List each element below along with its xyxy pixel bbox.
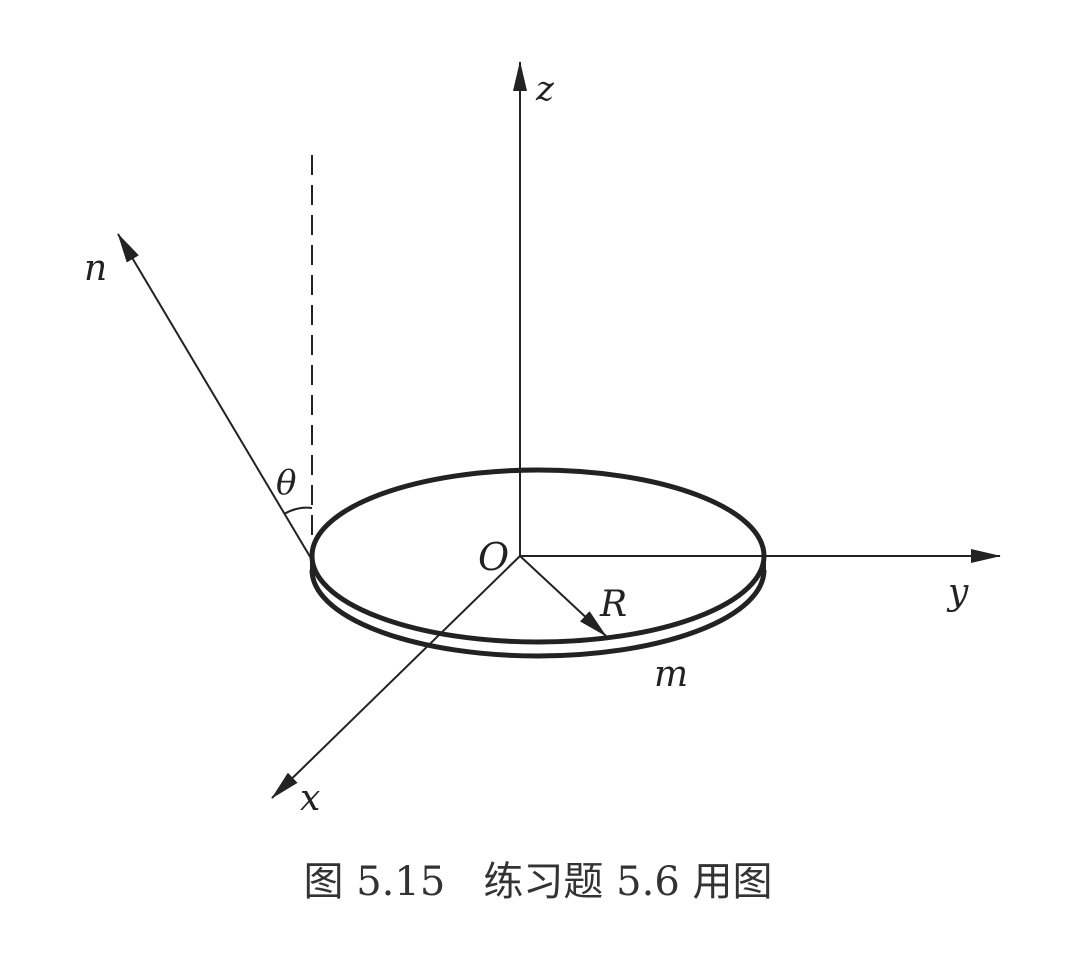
disk-rim <box>309 569 767 659</box>
x-axis <box>271 555 521 799</box>
y-label: y <box>946 572 969 613</box>
z-label: z <box>535 69 555 109</box>
radius-label: R <box>599 584 627 625</box>
figure-caption: 图 5.15 练习题 5.6 用图 <box>304 859 773 905</box>
theta-arc <box>283 506 313 515</box>
mass-label: m <box>654 654 688 695</box>
origin-label: O <box>478 535 509 579</box>
radius-arrow <box>519 555 607 637</box>
normal-vector <box>117 233 313 561</box>
n-label: n <box>84 248 107 289</box>
x-label: x <box>300 778 320 819</box>
theta-label: θ <box>276 463 296 503</box>
